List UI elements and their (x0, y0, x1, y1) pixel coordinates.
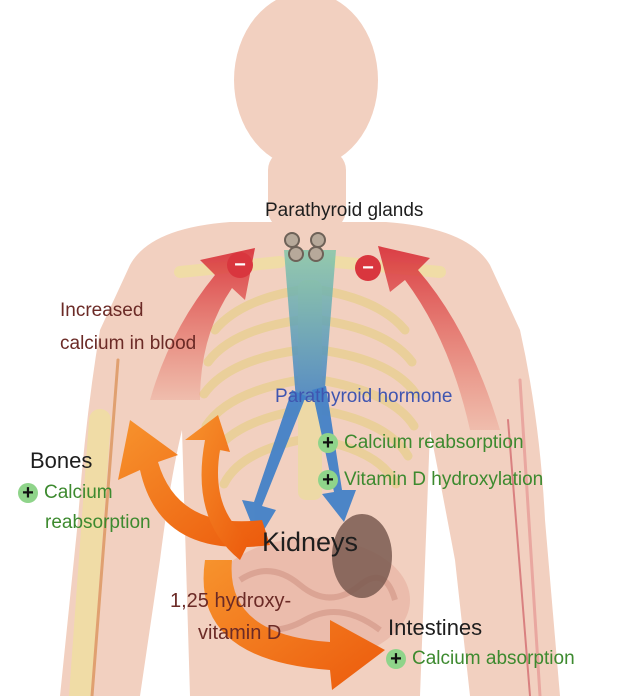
plus-badge: + (386, 649, 406, 669)
minus-badge-right: − (355, 255, 381, 281)
intestine-effect-text: Calcium absorption (412, 648, 575, 669)
kidney-effect-vitamin-d-hydroxylation: + Vitamin D hydroxylation (318, 469, 543, 491)
bones-label: Bones (30, 448, 92, 473)
increased-calcium-label-line2: calcium in blood (60, 333, 196, 355)
plus-badge: + (318, 470, 338, 490)
kidney-effect-calcium-reabsorption: + Calcium reabsorption (318, 432, 524, 454)
increased-calcium-label-line1: Increased (60, 300, 143, 322)
bones-effect-line2: reabsorption (45, 512, 151, 534)
parathyroid-hormone-label: Parathyroid hormone (275, 386, 452, 408)
kidneys-label: Kidneys (262, 527, 358, 558)
minus-badge-left: − (227, 252, 253, 278)
svg-text:−: − (234, 254, 246, 276)
intestine-effect-calcium-absorption: + Calcium absorption (386, 648, 575, 670)
kidney-effect-1-text: Calcium reabsorption (344, 432, 524, 453)
vitamin-d-label-line2: vitamin D (198, 622, 281, 645)
plus-badge: + (18, 483, 38, 503)
kidney-effect-2-text: Vitamin D hydroxylation (344, 469, 543, 490)
intestines-label: Intestines (388, 615, 482, 640)
plus-badge: + (318, 433, 338, 453)
bones-effect-line1-text: Calcium (44, 482, 113, 503)
svg-text:−: − (362, 257, 374, 279)
parathyroid-glands-label: Parathyroid glands (265, 200, 423, 222)
bones-effect-line1: + Calcium (18, 482, 113, 504)
vitamin-d-label-line1: 1,25 hydroxy- (170, 590, 291, 613)
